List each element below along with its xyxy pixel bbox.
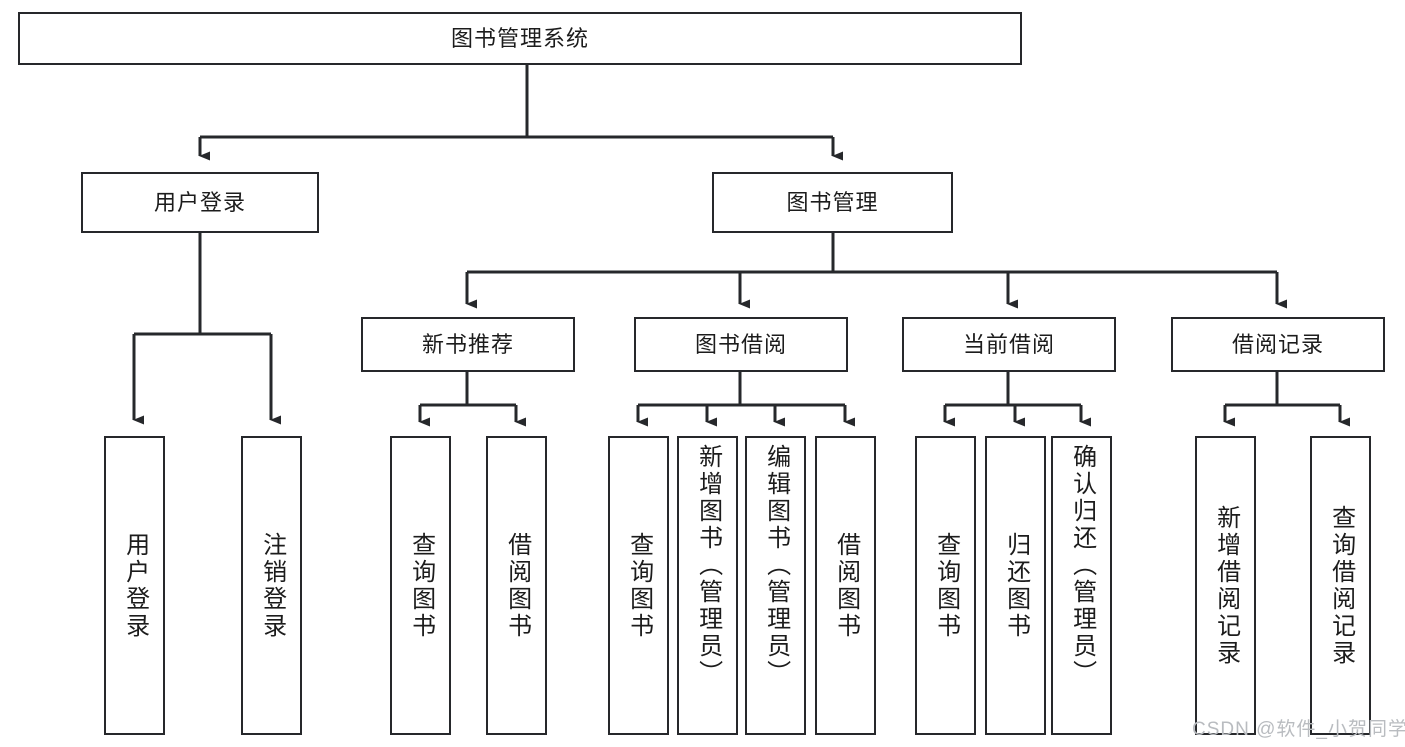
node-leaf-edit-book[interactable]: 编辑图书（管理员） (745, 436, 806, 735)
node-leaf-add-book-label: 新增图书（管理员） (694, 444, 722, 687)
node-leaf-query-book-3[interactable]: 查询图书 (915, 436, 976, 735)
node-borrow-record[interactable]: 借阅记录 (1171, 317, 1385, 372)
node-leaf-borrow-book-2-label: 借阅图书 (832, 531, 860, 640)
node-user-login-label: 用户登录 (153, 189, 246, 215)
node-leaf-borrow-book-1[interactable]: 借阅图书 (486, 436, 547, 735)
node-leaf-borrow-book-1-label: 借阅图书 (503, 531, 531, 640)
node-leaf-confirm-return[interactable]: 确认归还（管理员） (1051, 436, 1112, 735)
node-leaf-query-book-3-label: 查询图书 (932, 531, 960, 640)
node-book-borrow[interactable]: 图书借阅 (634, 317, 848, 372)
node-leaf-query-book-2-label: 查询图书 (625, 531, 653, 640)
node-leaf-query-book-1[interactable]: 查询图书 (390, 436, 451, 735)
node-current-borrow-label: 当前借阅 (962, 331, 1055, 357)
node-leaf-return-book[interactable]: 归还图书 (985, 436, 1046, 735)
node-book-manage-label: 图书管理 (786, 189, 879, 215)
node-root[interactable]: 图书管理系统 (18, 12, 1022, 65)
node-root-label: 图书管理系统 (450, 25, 589, 51)
node-leaf-query-book-1-label: 查询图书 (407, 531, 435, 640)
node-leaf-edit-book-label: 编辑图书（管理员） (762, 444, 790, 687)
node-user-login[interactable]: 用户登录 (81, 172, 319, 233)
node-leaf-borrow-book-2[interactable]: 借阅图书 (815, 436, 876, 735)
node-borrow-record-label: 借阅记录 (1231, 331, 1324, 357)
node-new-book-recommend-label: 新书推荐 (421, 331, 514, 357)
node-leaf-confirm-return-label: 确认归还（管理员） (1068, 444, 1096, 687)
node-leaf-add-record[interactable]: 新增借阅记录 (1195, 436, 1256, 735)
node-book-manage[interactable]: 图书管理 (712, 172, 953, 233)
node-leaf-return-book-label: 归还图书 (1002, 531, 1030, 640)
node-leaf-logout[interactable]: 注销登录 (241, 436, 302, 735)
node-leaf-query-record-label: 查询借阅记录 (1327, 504, 1355, 667)
node-leaf-query-book-2[interactable]: 查询图书 (608, 436, 669, 735)
node-leaf-user-login[interactable]: 用户登录 (104, 436, 165, 735)
node-leaf-add-book[interactable]: 新增图书（管理员） (677, 436, 738, 735)
node-leaf-user-login-label: 用户登录 (121, 531, 149, 640)
node-current-borrow[interactable]: 当前借阅 (902, 317, 1116, 372)
node-leaf-query-record[interactable]: 查询借阅记录 (1310, 436, 1371, 735)
node-new-book-recommend[interactable]: 新书推荐 (361, 317, 575, 372)
node-leaf-add-record-label: 新增借阅记录 (1212, 504, 1240, 667)
csdn-watermark: CSDN @软件_小贺同学 (1192, 719, 1405, 740)
node-book-borrow-label: 图书借阅 (694, 331, 787, 357)
node-leaf-logout-label: 注销登录 (258, 531, 286, 640)
